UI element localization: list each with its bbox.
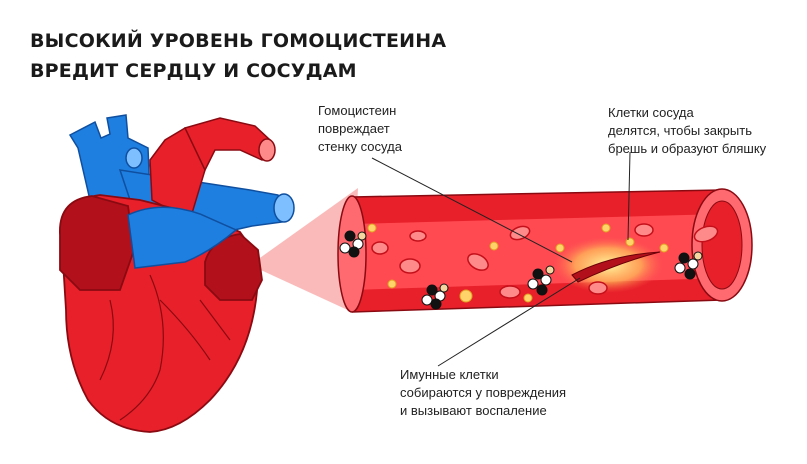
title-line-1: ВЫСОКИЙ УРОВЕНЬ ГОМОЦИСТЕИНА xyxy=(30,30,447,52)
immune-cell xyxy=(421,283,449,310)
leader-line-homocysteine xyxy=(371,157,573,263)
zoom-cone xyxy=(250,188,358,312)
annotation-vessel-cells: Клетки сосуда делятся, чтобы закрыть бре… xyxy=(608,104,766,158)
page-title: ВЫСОКИЙ УРОВЕНЬ ГОМОЦИСТЕИНА ВРЕДИТ СЕРД… xyxy=(30,26,450,86)
red-blood-cells xyxy=(371,223,719,299)
annotation-line: Гомоцистеин xyxy=(318,103,397,118)
annotation-line: и вызывают воспаление xyxy=(400,403,547,418)
title-line-2: ВРЕДИТ СЕРДЦУ И СОСУДАМ xyxy=(30,60,357,82)
heart xyxy=(59,114,295,433)
annotation-immune-cells: Имунные клетки собираются у повреждения … xyxy=(400,366,566,420)
leader-lines xyxy=(371,151,631,367)
annotation-line: Клетки сосуда xyxy=(608,105,694,120)
leader-line-immune-cells xyxy=(437,277,581,367)
annotation-line: делятся, чтобы закрыть xyxy=(608,123,752,138)
immune-cell xyxy=(674,251,703,280)
annotation-line: собираются у повреждения xyxy=(400,385,567,400)
leader-line-vessel-cells xyxy=(627,151,631,241)
immune-cell xyxy=(527,265,555,296)
annotation-line: повреждает xyxy=(318,121,390,136)
annotation-homocysteine: Гомоцистеин повреждает стенку сосуда xyxy=(318,102,402,156)
blood-vessel xyxy=(337,188,753,313)
annotation-line: брешь и образуют бляшку xyxy=(608,141,767,156)
immune-cell xyxy=(339,230,367,258)
immune-cells xyxy=(339,230,703,310)
annotation-line: Имунные клетки xyxy=(400,367,499,382)
annotation-line: стенку сосуда xyxy=(318,139,402,154)
